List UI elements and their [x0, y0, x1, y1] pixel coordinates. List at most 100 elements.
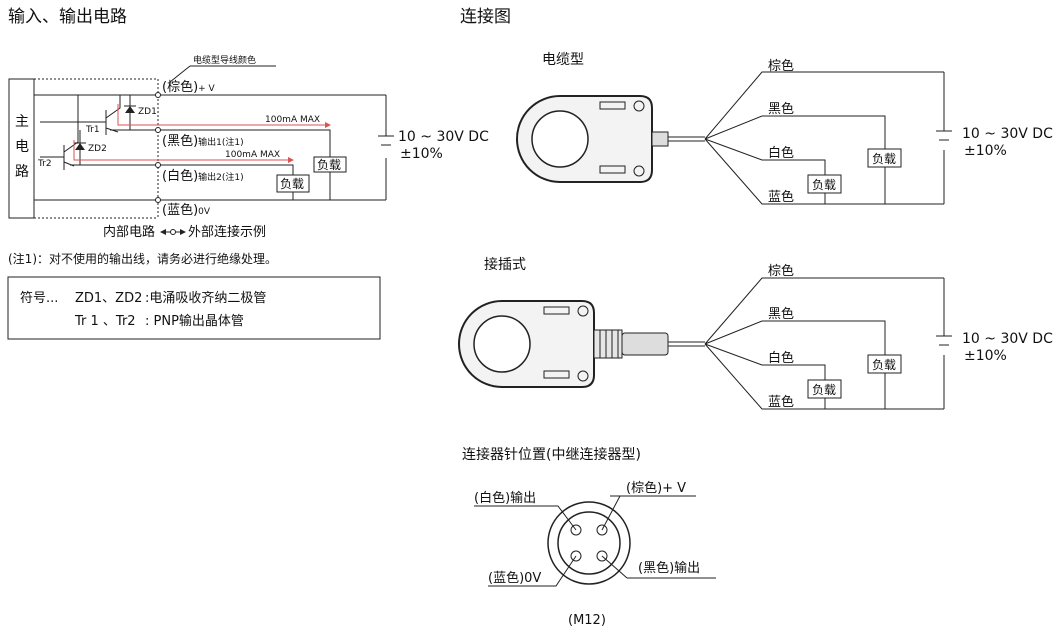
load-box-2 [276, 174, 310, 193]
plug-type-label: 接插式 [484, 256, 526, 273]
wire-color-caption: 电缆型导线颜色 [193, 54, 256, 66]
load-label-2: 负载 [280, 177, 304, 191]
max-current-2: 100mA MAX [225, 150, 280, 160]
pin-layout-title: 连接器针位置(中继连接器型) [462, 446, 641, 463]
main-circuit-box [8, 78, 35, 219]
cable-mount-hole-bottom [633, 165, 645, 177]
output1-line [110, 129, 331, 157]
connection-diagram-title: 连接图 [460, 7, 511, 27]
plug-wire-black: 黑色 [768, 306, 794, 322]
base-drive [40, 121, 106, 158]
wire-blue-label: (蓝色)0V [162, 202, 211, 218]
current-arrow-1 [325, 122, 331, 128]
cable-supply-tolerance: ±10% [964, 143, 1007, 159]
plug-cable-socket [621, 332, 669, 356]
plug-connector-thread [599, 330, 619, 358]
cable-wire-white: 白色 [768, 145, 794, 161]
terminal-brown [155, 92, 161, 98]
cable-gland [651, 131, 669, 147]
tr1-label: Tr1 [85, 125, 100, 135]
cable-load-label-1: 负载 [872, 152, 896, 166]
cable-wire-black: 黑色 [768, 101, 794, 117]
legend-tr-key: Tr 1 、Tr2 [74, 314, 136, 329]
cable-sensor-window [531, 110, 589, 168]
plug-sensor-window [473, 315, 531, 373]
symbol-legend-box [7, 276, 381, 340]
cable-load-box-2 [807, 174, 842, 194]
cable-wiring [704, 71, 945, 205]
internal-circuit-label: 内部电路 [103, 224, 155, 240]
plug-wire-blue: 蓝色 [768, 394, 794, 410]
plug-cable-jacket [668, 341, 705, 347]
wire-white-label: (白色)输出2(注1) [162, 168, 244, 184]
arrow-left-head [160, 229, 166, 235]
load-return-wires [292, 172, 331, 200]
pin-black-leader [601, 555, 716, 579]
zd1-label: ZD1 [138, 107, 157, 117]
m12-inner-ring [557, 511, 621, 575]
tr2-leads [63, 95, 79, 167]
plug-supply-tolerance: ±10% [964, 348, 1007, 364]
plug-load-label-2: 负载 [812, 383, 836, 397]
external-example-label: 外部连接示例 [188, 224, 266, 240]
cable-load-box-1 [867, 148, 902, 168]
terminal-white [155, 162, 161, 168]
legend-symbol-label: 符号... [20, 290, 58, 306]
plug-supply-voltage: 10 ~ 30V DC [962, 331, 1053, 347]
load-label-1: 负载 [317, 158, 341, 172]
output2-line [70, 164, 294, 175]
arrow-right-head [180, 229, 186, 235]
cable-wire-blue: 蓝色 [768, 189, 794, 205]
current-path-2 [73, 140, 288, 161]
terminal-black [155, 127, 161, 133]
wire-brown-label: (棕色)+ V [162, 79, 216, 95]
wire-black-label: (黑色)输出1(注1) [162, 133, 244, 149]
cable-load-label-2: 负载 [812, 178, 836, 192]
load-box-1 [313, 156, 347, 173]
legend-zd-value: :电涌吸收齐纳二极管 [145, 290, 266, 306]
pin-black-label: (黑色)输出 [638, 560, 700, 576]
pin-white-label: (白色)输出 [474, 490, 536, 506]
cable-type-label: 电缆型 [542, 52, 584, 68]
cable-mount-hole-top [633, 100, 645, 112]
cable-wire-brown: 棕色 [768, 58, 794, 74]
plug-slot-top [543, 306, 570, 315]
pin-brown-leader [601, 495, 696, 531]
cable-slot-bottom [599, 165, 626, 174]
boundary-terminal [170, 229, 176, 235]
zd1-symbol [125, 106, 135, 113]
plug-mount-hole-bottom [577, 370, 589, 382]
main-circuit-char-1: 主 [15, 114, 29, 130]
plug-slot-bottom [543, 370, 570, 379]
plug-load-label-1: 负载 [872, 358, 896, 372]
plug-load-box-1 [867, 354, 902, 374]
current-path-1 [117, 104, 325, 126]
cable-supply-voltage: 10 ~ 30V DC [962, 126, 1053, 142]
plug-load-box-2 [807, 379, 842, 399]
plug-wire-white: 白色 [768, 350, 794, 366]
m12-label: (M12) [568, 613, 606, 628]
main-circuit-char-2: 电 [15, 139, 29, 155]
caption-leader [169, 65, 276, 83]
pin-blue-label: (蓝色)0V [488, 570, 541, 586]
terminal-blue [155, 197, 161, 203]
io-circuit-title: 输入、输出电路 [8, 7, 127, 27]
plug-wire-brown: 棕色 [768, 263, 794, 279]
cable-slot-top [599, 101, 626, 110]
plug-connector [593, 329, 623, 359]
pin-brown-label: (棕色)+ V [626, 480, 686, 496]
pin-white-leader [474, 505, 577, 531]
zd2-label: ZD2 [88, 144, 107, 154]
legend-zd-key: ZD1、ZD2 [75, 291, 142, 306]
max-current-1: 100mA MAX [265, 115, 320, 125]
left-supply-tolerance: ±10% [400, 146, 443, 162]
pin-blue-leader [488, 555, 577, 587]
tr2-label: Tr2 [37, 159, 52, 169]
main-circuit-char-3: 路 [15, 164, 29, 180]
legend-tr-value: : PNP输出晶体管 [145, 313, 244, 329]
internal-boundary [34, 78, 159, 219]
zd2-symbol [75, 143, 85, 150]
left-supply-voltage: 10 ~ 30V DC [398, 129, 489, 145]
cable-jacket [668, 136, 705, 142]
note-text: (注1)：对不使用的输出线，请务必进行绝缘处理。 [8, 251, 277, 266]
